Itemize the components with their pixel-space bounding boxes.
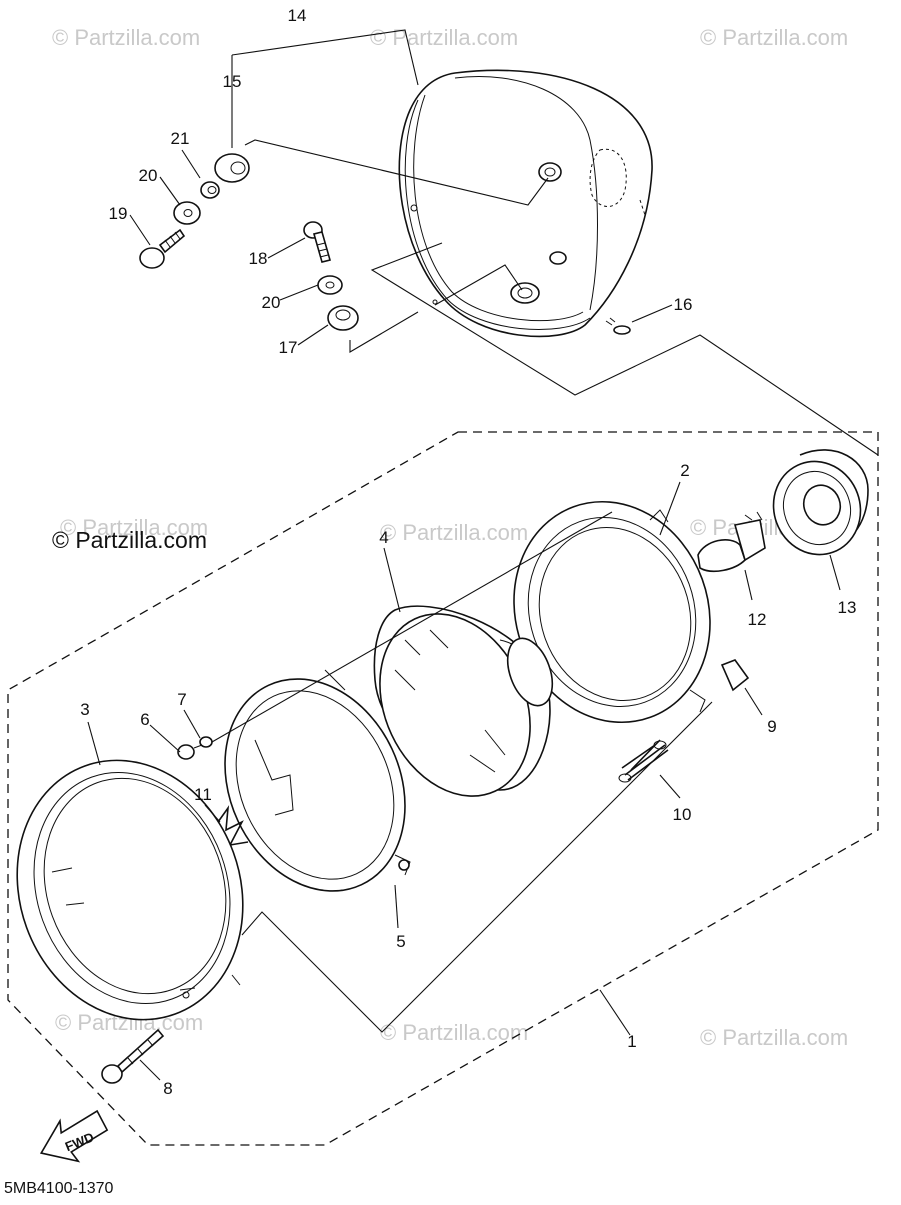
- watermark: © Partzilla.com: [380, 1020, 528, 1045]
- leader-line: [241, 701, 713, 1033]
- lens-rim-2: [513, 500, 711, 724]
- watermark: © Partzilla.com: [380, 520, 528, 545]
- callout-13: 13: [838, 598, 857, 617]
- clip-11: [217, 805, 249, 847]
- callout-1: 1: [627, 1032, 636, 1051]
- callout-19: 19: [109, 204, 128, 223]
- leader-line: [211, 511, 613, 743]
- socket-cover-13: [772, 449, 869, 556]
- leader-line: [370, 242, 879, 456]
- callout-11: 11: [194, 785, 212, 804]
- screw-6: [177, 744, 203, 760]
- assembly-boundary: [7, 431, 879, 1146]
- leader-line: [231, 29, 419, 86]
- watermark: © Partzilla.com: [52, 25, 200, 50]
- grommet-15: [214, 153, 250, 183]
- callout-8: 8: [163, 1079, 172, 1098]
- callout-18: 18: [249, 249, 268, 268]
- callout-labels: 1 2 3 4 5 6 7 8 9 10 11 12 13 14 15 16 1…: [80, 6, 856, 1098]
- reflector-unit-4: [373, 605, 554, 797]
- callout-2: 2: [680, 461, 689, 480]
- watermark: © Partzilla.com: [700, 25, 848, 50]
- screw-16: [605, 317, 631, 335]
- callout-14: 14: [288, 6, 307, 25]
- watermark-group: © Partzilla.com © Partzilla.com © Partzi…: [52, 25, 848, 1050]
- callout-6: 6: [140, 710, 149, 729]
- callout-10: 10: [673, 805, 692, 824]
- callout-4: 4: [379, 528, 388, 547]
- leader-line: [434, 264, 523, 306]
- mounting-ring-5: [224, 669, 411, 892]
- leader-line: [244, 139, 549, 206]
- watermark: © Partzilla.com: [700, 1025, 848, 1050]
- callout-5: 5: [396, 932, 405, 951]
- watermark: © Partzilla.com: [370, 25, 518, 50]
- diagram-code: 5MB4100-1370: [4, 1180, 114, 1197]
- bulb-12: [697, 511, 766, 572]
- forward-arrow: FWD: [39, 1109, 109, 1163]
- callout-15: 15: [223, 72, 242, 91]
- bolt-19: [139, 228, 186, 269]
- washer-7: [199, 736, 213, 748]
- leader-line: [349, 311, 419, 353]
- callout-20: 20: [262, 293, 281, 312]
- headlight-housing: [398, 69, 653, 338]
- collar-21: [200, 181, 220, 199]
- spring-10: [618, 739, 669, 783]
- front-rim-3: [16, 759, 244, 1021]
- callout-20: 20: [139, 166, 158, 185]
- washer-20-upper: [173, 201, 201, 225]
- screw-8: [101, 1028, 165, 1084]
- main-watermark: © Partzilla.com: [52, 527, 207, 553]
- callout-21: 21: [171, 129, 190, 148]
- callout-12: 12: [748, 610, 767, 629]
- bolt-18: [303, 221, 331, 263]
- bracket-9: [720, 659, 750, 692]
- callout-9: 9: [767, 717, 776, 736]
- callout-16: 16: [674, 295, 693, 314]
- callout-17: 17: [279, 338, 298, 357]
- watermark: © Partzilla.com: [60, 515, 208, 540]
- callout-3: 3: [80, 700, 89, 719]
- callout-7: 7: [177, 690, 186, 709]
- grommet-17: [327, 305, 359, 331]
- washer-20-lower: [317, 275, 343, 295]
- callout-leaders: [87, 149, 841, 1081]
